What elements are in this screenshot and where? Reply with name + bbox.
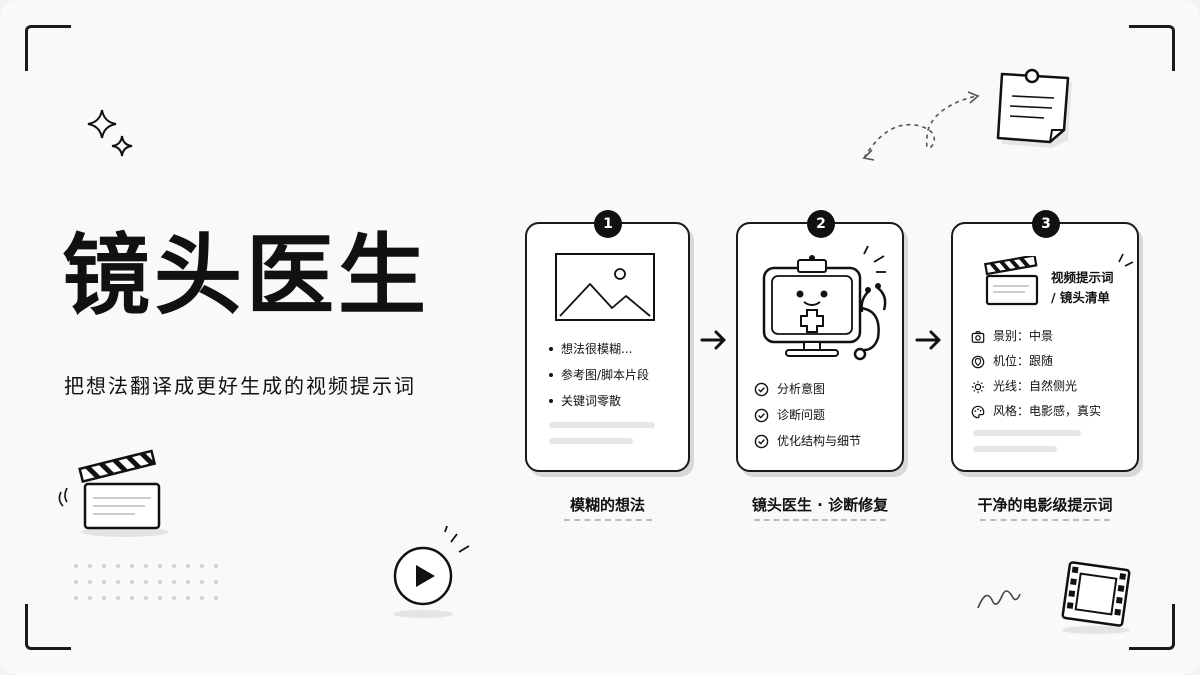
grid-dot — [130, 564, 134, 568]
grid-dot — [116, 596, 120, 600]
grid-dot — [144, 596, 148, 600]
grid-dot — [102, 580, 106, 584]
grid-dot — [102, 564, 106, 568]
grid-dot — [214, 596, 218, 600]
caption-underline — [564, 519, 652, 521]
step-1-card: 1 想法很模糊... 参考图/脚本片段 关键词零散 — [525, 210, 690, 472]
page-subtitle: 把想法翻译成更好生成的视频提示词 — [64, 374, 416, 398]
step-1-number: 1 — [594, 210, 622, 238]
sparkle-icon — [87, 109, 133, 157]
grid-dot — [186, 564, 190, 568]
grid-dot — [74, 596, 78, 600]
grid-dot — [144, 564, 148, 568]
list-item: 诊断问题 — [754, 402, 861, 428]
placeholder-line — [549, 422, 655, 428]
grid-dot — [116, 580, 120, 584]
camera-icon — [971, 330, 985, 343]
grid-dot — [88, 596, 92, 600]
grid-dot — [186, 596, 190, 600]
grid-dot — [214, 564, 218, 568]
sun-icon — [971, 380, 985, 393]
diagnosis-monitor-icon — [762, 245, 887, 361]
caption-underline — [980, 519, 1110, 521]
grid-dot — [74, 564, 78, 568]
list-item: 分析意图 — [754, 376, 861, 402]
grid-dot — [74, 580, 78, 584]
check-circle-icon — [754, 408, 769, 422]
dot-grid-decoration — [74, 564, 218, 600]
location-icon — [971, 355, 985, 368]
step-1-list: 想法很模糊... 参考图/脚本片段 关键词零散 — [549, 336, 649, 414]
placeholder-line — [973, 430, 1081, 436]
list-item: 景别：中景 — [971, 324, 1101, 349]
image-placeholder-icon — [555, 253, 655, 321]
grid-dot — [214, 580, 218, 584]
grid-dot — [88, 580, 92, 584]
palette-icon — [971, 405, 985, 418]
sticky-note-icon — [996, 68, 1072, 148]
grid-dot — [158, 580, 162, 584]
clapperboard-icon — [983, 256, 1039, 306]
heading-line: 视频提示词 — [1051, 270, 1114, 285]
list-item: 参考图/脚本片段 — [549, 362, 649, 388]
list-item: 关键词零散 — [549, 388, 649, 414]
grid-dot — [200, 580, 204, 584]
page-title: 镜头医生 — [62, 224, 431, 327]
arrow-right-icon — [700, 330, 726, 350]
grid-dot — [144, 580, 148, 584]
arrow-right-icon — [915, 330, 941, 350]
viewfinder-corner-top-left — [25, 25, 71, 71]
step-3-number: 3 — [1032, 210, 1060, 238]
list-item: 风格：电影感，真实 — [971, 399, 1101, 424]
step-2-number: 2 — [807, 210, 835, 238]
grid-dot — [172, 564, 176, 568]
grid-dot — [172, 580, 176, 584]
placeholder-line — [549, 438, 633, 444]
step-3-list: 景别：中景 机位：跟随 光线：自然侧光 风格：电影感，真实 — [971, 324, 1101, 424]
list-item: 机位：跟随 — [971, 349, 1101, 374]
grid-dot — [172, 596, 176, 600]
sparkle-lines-icon — [1118, 253, 1134, 267]
step-3-caption: 干净的电影级提示词 — [977, 496, 1113, 514]
grid-dot — [158, 596, 162, 600]
list-item: 光线：自然侧光 — [971, 374, 1101, 399]
heading-line: / 镜头清单 — [1051, 290, 1110, 305]
caption-underline — [754, 519, 886, 521]
viewfinder-corner-bottom-right — [1129, 604, 1175, 650]
grid-dot — [116, 564, 120, 568]
grid-dot — [186, 580, 190, 584]
grid-dot — [130, 580, 134, 584]
placeholder-line — [973, 446, 1057, 452]
step-3-card: 3 视频提示词 / 镜头清单 景别：中景 机位：跟随 光线：自然侧光 风格：电影… — [951, 210, 1139, 472]
list-item: 想法很模糊... — [549, 336, 649, 362]
clapperboard-icon — [58, 449, 169, 537]
viewfinder-corner-bottom-left — [25, 604, 71, 650]
play-icon — [393, 525, 470, 618]
grid-dot — [158, 564, 162, 568]
grid-dot — [102, 596, 106, 600]
step-3-heading: 视频提示词 / 镜头清单 — [1051, 268, 1114, 308]
film-frame-icon — [1061, 561, 1131, 634]
grid-dot — [130, 596, 134, 600]
check-circle-icon — [754, 434, 769, 448]
squiggle-decoration — [977, 590, 1021, 609]
viewfinder-corner-top-right — [1129, 25, 1175, 71]
step-2-card: 2 分析意图 诊断问题 优化结构与细节 — [736, 210, 904, 472]
dashed-arrow-decoration — [862, 91, 980, 161]
list-item: 优化结构与细节 — [754, 428, 861, 454]
grid-dot — [88, 564, 92, 568]
step-1-caption: 模糊的想法 — [569, 496, 645, 514]
step-2-list: 分析意图 诊断问题 优化结构与细节 — [754, 376, 861, 454]
grid-dot — [200, 596, 204, 600]
step-2-caption: 镜头医生 · 诊断修复 — [751, 496, 889, 514]
check-circle-icon — [754, 382, 769, 396]
grid-dot — [200, 564, 204, 568]
